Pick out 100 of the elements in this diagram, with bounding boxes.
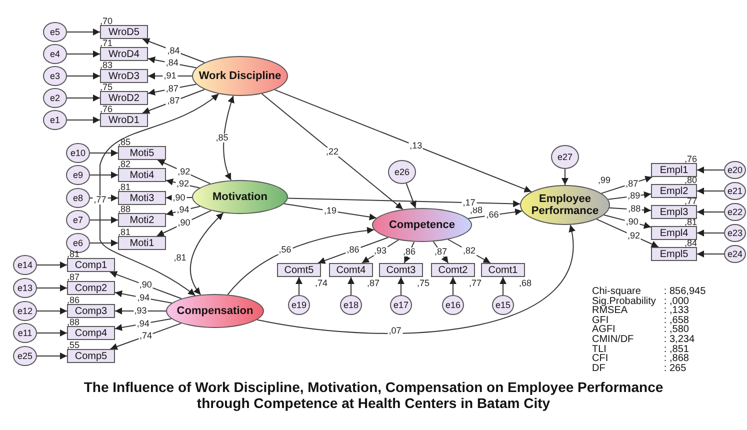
latent-ellipse <box>192 180 288 214</box>
variable-label: e14 <box>17 260 33 270</box>
indicator-box <box>379 263 423 277</box>
error-circle <box>43 22 67 42</box>
indicator-box <box>67 349 115 363</box>
indicator-box <box>118 146 166 160</box>
fit-statistic: : ,868 <box>664 354 690 364</box>
arrow <box>90 240 118 246</box>
edge-label: ,93 <box>372 246 388 256</box>
variable-label: e27 <box>557 152 573 162</box>
edge-label: ,92 <box>626 231 641 240</box>
value-label: ,85 <box>118 138 131 146</box>
indicator-box <box>100 25 148 39</box>
arrow <box>90 150 118 156</box>
variable-label: Motivation <box>212 191 268 203</box>
fit-statistic: TLI <box>592 344 606 354</box>
fit-statistic: DF <box>592 364 606 374</box>
variable-label: Comt5 <box>284 264 314 276</box>
edge-label: ,66 <box>485 210 500 220</box>
edge-label: ,77 <box>92 196 108 204</box>
value-label: ,86 <box>67 296 80 304</box>
error-circle <box>13 278 37 298</box>
fit-statistic: : ,580 <box>664 325 689 335</box>
value-label: ,75 <box>417 279 430 287</box>
variable-label: Comt1 <box>488 264 518 276</box>
latent-ellipse <box>166 294 264 328</box>
indicator-box <box>118 191 166 205</box>
indicator-box <box>67 281 115 295</box>
arrow <box>296 276 302 296</box>
edge-label: ,90 <box>176 218 192 228</box>
indicator-box <box>100 113 148 127</box>
value-label: ,76 <box>100 105 113 113</box>
variable-label: e22 <box>727 207 743 217</box>
edge-label: ,88 <box>627 204 642 214</box>
variable-label: Competence <box>388 219 456 231</box>
indicator-box <box>118 236 166 250</box>
arrow <box>36 352 68 360</box>
variable-label: e26 <box>394 167 410 177</box>
value-label: ,84 <box>684 239 697 247</box>
arrow <box>284 203 377 220</box>
variable-label: Comp5 <box>74 350 108 362</box>
value-label: ,71 <box>100 39 113 47</box>
error-circle <box>13 346 37 366</box>
error-circle <box>442 295 464 315</box>
arrow <box>110 322 182 350</box>
variable-label: Empl5 <box>660 248 688 260</box>
indicator-box <box>651 163 697 177</box>
edge-label: ,91 <box>162 72 178 80</box>
edge-label: ,94 <box>136 293 151 302</box>
variable-label: WroD1 <box>108 114 140 126</box>
arrow <box>696 250 724 258</box>
variable-label: e19 <box>291 300 307 310</box>
value-label: ,70 <box>100 17 113 25</box>
indicator-box <box>431 263 475 277</box>
variable-label: Comt2 <box>438 264 468 276</box>
variable-label: WroD2 <box>108 92 140 104</box>
value-label: ,80 <box>684 176 697 184</box>
arrow <box>36 308 68 314</box>
arrow <box>66 94 100 102</box>
variable-label: e9 <box>72 170 83 180</box>
indicator-box <box>481 263 525 277</box>
latent-ellipse <box>520 185 610 225</box>
value-label: ,81 <box>118 183 131 191</box>
arrow <box>90 172 118 178</box>
indicator-box <box>100 91 148 105</box>
double-headed-arrow <box>100 93 220 296</box>
indicator-box <box>651 205 697 219</box>
edge-label: ,90 <box>138 280 153 290</box>
variable-label: e13 <box>17 283 33 293</box>
variable-label: Comp1 <box>74 260 108 270</box>
edge-label: ,07 <box>388 326 402 336</box>
double-headed-arrow <box>190 212 224 296</box>
value-label: ,77 <box>684 197 697 205</box>
value-label: ,81 <box>118 228 131 236</box>
variable-label: e18 <box>343 300 359 310</box>
edge-label: ,87 <box>434 248 448 257</box>
error-circle <box>13 255 37 275</box>
variable-label: e10 <box>70 148 86 158</box>
error-circle <box>43 44 67 64</box>
error-circle <box>551 145 579 169</box>
variable-label: WroD5 <box>108 26 140 38</box>
arrow <box>156 210 212 236</box>
variable-label: e23 <box>727 228 743 238</box>
error-circle <box>288 295 310 315</box>
indicator-box <box>67 304 115 318</box>
error-circle <box>724 224 746 242</box>
error-circle <box>66 210 90 230</box>
arrow <box>348 276 354 296</box>
error-circle <box>43 110 67 130</box>
indicator-box <box>651 247 697 261</box>
variable-label: Comp3 <box>74 306 108 316</box>
variable-label: Empl1 <box>660 164 688 176</box>
arrow <box>406 182 416 209</box>
edge-label: ,56 <box>278 246 292 254</box>
fit-statistic: : ,658 <box>664 316 690 326</box>
edge-label: ,87 <box>164 84 180 94</box>
edge-label: ,82 <box>462 246 476 256</box>
variable-label: Moti5 <box>130 148 154 158</box>
fit-statistic: : 3,234 <box>664 334 696 345</box>
error-circle <box>724 182 746 200</box>
